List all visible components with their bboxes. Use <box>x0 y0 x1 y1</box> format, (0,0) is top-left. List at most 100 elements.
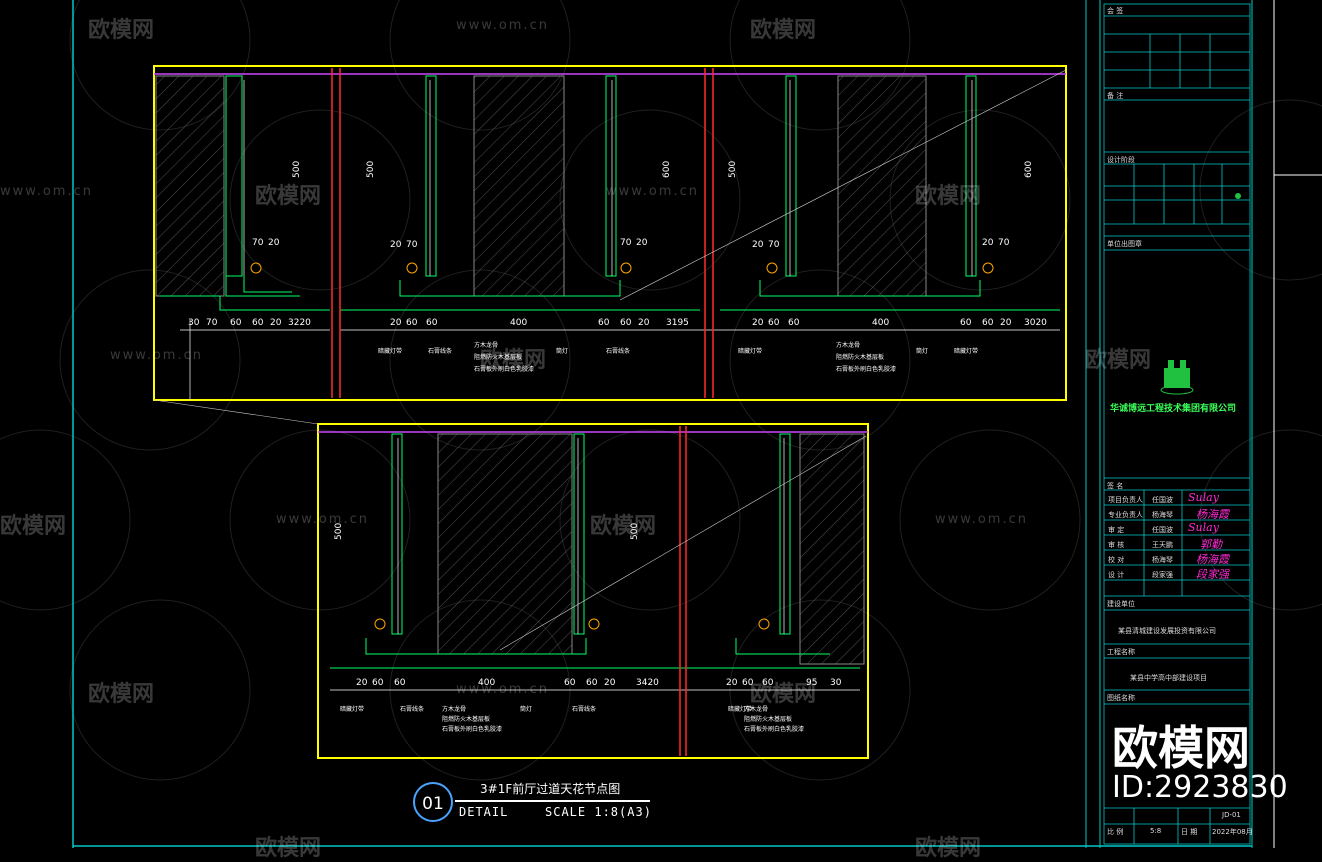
watermark-brand: 欧模网 <box>590 514 657 539</box>
dim-bottom: 60 <box>394 678 406 688</box>
callout-label: 暗藏灯带 <box>378 348 403 355</box>
dim-bottom: 60 <box>620 318 632 328</box>
watermark-url: www.om.cn <box>0 184 93 199</box>
dim-bottom: 60 <box>768 318 780 328</box>
person-name: 杨海琴 <box>1152 511 1173 519</box>
section-label: 单位出图章 <box>1107 240 1142 248</box>
company-name: 华诚博远工程技术集团有限公司 <box>1110 404 1237 414</box>
person-name: 任国波 <box>1152 496 1173 504</box>
callout-label: 筒灯 <box>916 348 929 355</box>
stamp-id: ID:2923830 <box>1112 770 1288 805</box>
dim-bottom: 30 <box>188 318 200 328</box>
dim-bottom: 60 <box>586 678 598 688</box>
dim-bottom: 20 <box>726 678 738 688</box>
callout-label: 暗藏灯带 <box>954 348 979 355</box>
dim-vertical: 600 <box>662 160 672 178</box>
dim-bottom: 60 <box>598 318 610 328</box>
dim-bottom: 60 <box>742 678 754 688</box>
dim-bottom: 60 <box>406 318 418 328</box>
project-name: 某县中学高中部建设项目 <box>1130 674 1207 682</box>
watermark-url: www.om.cn <box>606 184 699 199</box>
dim-small: 70 <box>252 238 264 248</box>
detail-bottom <box>153 399 869 759</box>
role-label: 设 计 <box>1108 571 1125 579</box>
watermark-brand: 欧模网 <box>750 18 817 43</box>
dim-bottom: 3420 <box>636 678 659 688</box>
dim-small: 70 <box>620 238 632 248</box>
dim-small: 70 <box>406 240 418 250</box>
watermark-brand: 欧模网 <box>88 682 155 707</box>
dim-bottom: 20 <box>638 318 650 328</box>
signature: 杨海霞 <box>1196 508 1229 521</box>
client-name: 某县清城建设发展投资有限公司 <box>1118 627 1216 635</box>
watermark-brand: 欧模网 <box>255 836 322 861</box>
dim-bottom: 60 <box>762 678 774 688</box>
person-name: 任国波 <box>1152 526 1173 534</box>
role-label: 审 定 <box>1108 526 1125 534</box>
dim-bottom: 60 <box>426 318 438 328</box>
dim-bottom: 60 <box>788 318 800 328</box>
watermark-brand: 欧模网 <box>915 184 982 209</box>
dim-bottom: 20 <box>752 318 764 328</box>
stamp-brand: 欧模网 <box>1112 721 1250 775</box>
watermark-url: www.om.cn <box>456 682 549 697</box>
dim-bottom: 400 <box>510 318 528 328</box>
callout-label: 石膏线条 <box>572 706 597 713</box>
callout-label: 暗藏灯带 <box>738 348 763 355</box>
dim-small: 20 <box>390 240 402 250</box>
dim-vertical: 600 <box>1024 160 1034 178</box>
dim-bottom: 20 <box>270 318 282 328</box>
callout-label: 阻燃防火木基层板 <box>836 354 885 361</box>
dim-bottom: 60 <box>982 318 994 328</box>
signature: 杨海霞 <box>1196 553 1229 566</box>
dim-bottom: 60 <box>230 318 242 328</box>
callout-label: 石膏板外刷白色乳胶漆 <box>442 726 503 733</box>
callout-label: 方木龙骨 <box>442 706 467 713</box>
person-name: 段家强 <box>1152 571 1173 579</box>
dim-bottom: 60 <box>372 678 384 688</box>
dim-vertical: 500 <box>292 160 302 178</box>
watermark-brand: 欧模网 <box>1085 348 1152 373</box>
signature: 段家强 <box>1196 568 1229 581</box>
scale-value: 5:8 <box>1150 827 1162 835</box>
dim-bottom: 30 <box>830 678 842 688</box>
dim-bottom: 70 <box>206 318 218 328</box>
callout-label: 暗藏灯带 <box>340 706 365 713</box>
dim-bottom: 400 <box>872 318 890 328</box>
callout-label: 石膏板外刷白色乳胶漆 <box>474 366 535 373</box>
dim-vertical: 500 <box>728 160 738 178</box>
drawing-label: DETAIL <box>459 805 509 819</box>
watermark-brand: 欧模网 <box>0 514 67 539</box>
dim-small: 70 <box>768 240 780 250</box>
watermark-url: www.om.cn <box>456 18 549 33</box>
watermark-brand: 欧模网 <box>915 836 982 861</box>
dim-bottom: 3195 <box>666 318 689 328</box>
section-label: 会 签 <box>1107 7 1124 15</box>
dim-bottom: 60 <box>252 318 264 328</box>
section-label: 比 例 <box>1107 828 1124 836</box>
callout-label: 石膏板外刷白色乳胶漆 <box>744 726 805 733</box>
callout-label: 石膏线条 <box>606 348 631 355</box>
dim-bottom: 20 <box>356 678 368 688</box>
watermark-url: www.om.cn <box>110 348 203 363</box>
callout-label: 方木龙骨 <box>744 706 769 713</box>
watermark-brand: 欧模网 <box>480 348 547 373</box>
callout-label: 石膏线条 <box>400 706 425 713</box>
callout-label: 石膏板外刷白色乳胶漆 <box>836 366 897 373</box>
dim-bottom: 20 <box>390 318 402 328</box>
dim-bottom: 60 <box>960 318 972 328</box>
sheet-border <box>72 0 1322 848</box>
section-label: 工程名称 <box>1107 648 1135 656</box>
drawing-title: 3#1F前厅过道天花节点图 <box>480 782 621 796</box>
section-label: 日 期 <box>1181 828 1198 836</box>
company-logo-icon <box>1160 193 1241 395</box>
callout-label: 方木龙骨 <box>836 342 861 349</box>
signature: 郭勤 <box>1200 538 1222 551</box>
dim-vertical: 500 <box>630 522 640 540</box>
dim-bottom: 3020 <box>1024 318 1047 328</box>
date-value: 2022年08月 <box>1212 828 1253 836</box>
callout-label: 阻燃防火木基层板 <box>474 354 523 361</box>
dim-bottom: 3220 <box>288 318 311 328</box>
dim-small: 20 <box>636 238 648 248</box>
